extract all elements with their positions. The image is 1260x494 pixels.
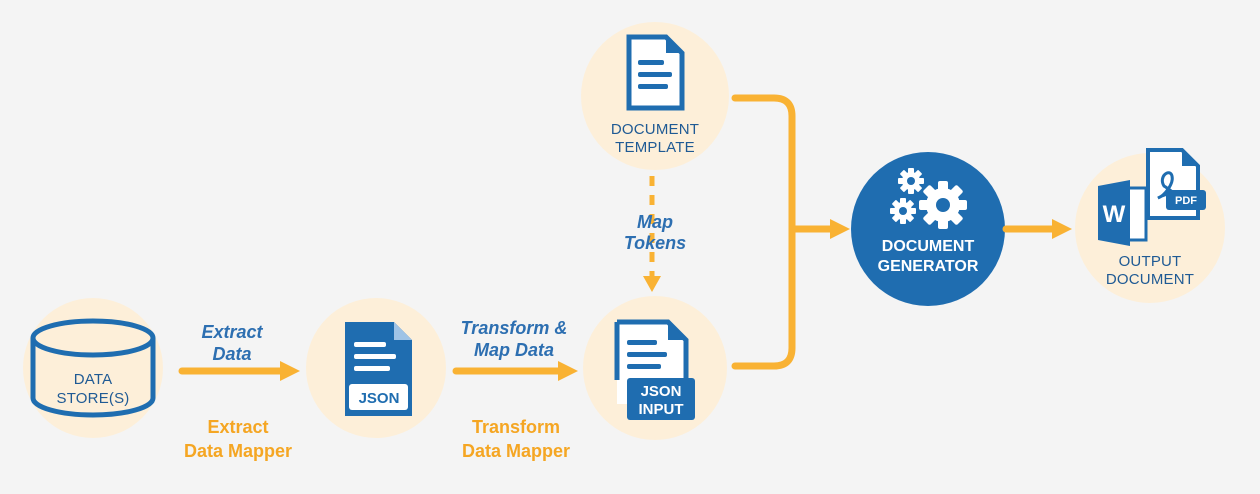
document-template-icon [626,34,685,111]
pdf-badge: PDF [1175,195,1197,207]
merge-connector [731,94,850,370]
extract-arrow [178,361,300,381]
map-tokens-arrow [643,176,661,292]
document-generator-node [851,152,1005,306]
extract-mapper-label-line1: Extract [207,417,268,437]
transform-mapper-label-line1: Transform [472,417,560,437]
extract-edge-label-line1: Extract [201,322,263,342]
database-icon [30,318,156,418]
transform-arrow [452,361,578,381]
document-generator-label-line2: GENERATOR [878,258,979,275]
json-input-document-icon [614,319,695,420]
document-template-label-line1: DOCUMENT [611,121,699,138]
json-document-icon [345,322,412,416]
map-tokens-label-line2: Tokens [624,233,686,253]
gears-icon [890,168,967,229]
word-letter: W [1103,201,1126,228]
output-arrow [1002,219,1072,239]
transform-mapper-label-line2: Data Mapper [462,441,570,461]
json-input-badge-line1: JSON [641,383,682,400]
output-document-label-line1: OUTPUT [1119,253,1182,270]
json-input-badge-line2: INPUT [639,401,684,418]
pdf-document-icon [1146,148,1206,220]
output-document-label-line2: DOCUMENT [1106,271,1194,288]
map-tokens-label-line1: Map [637,212,673,232]
document-template-label-line2: TEMPLATE [615,139,695,156]
data-store-node [23,298,163,438]
transform-edge-label-line2: Map Data [474,340,554,360]
document-generator-label-line1: DOCUMENT [882,238,975,255]
transform-edge-label-line1: Transform & [461,318,568,338]
data-store-label-line1: DATA [74,371,113,388]
extract-edge-label-line2: Data [212,344,251,364]
data-store-label-line2: STORE(S) [57,390,130,407]
extract-mapper-label-line2: Data Mapper [184,441,292,461]
word-document-icon [1098,180,1148,246]
json-badge: JSON [359,390,400,407]
